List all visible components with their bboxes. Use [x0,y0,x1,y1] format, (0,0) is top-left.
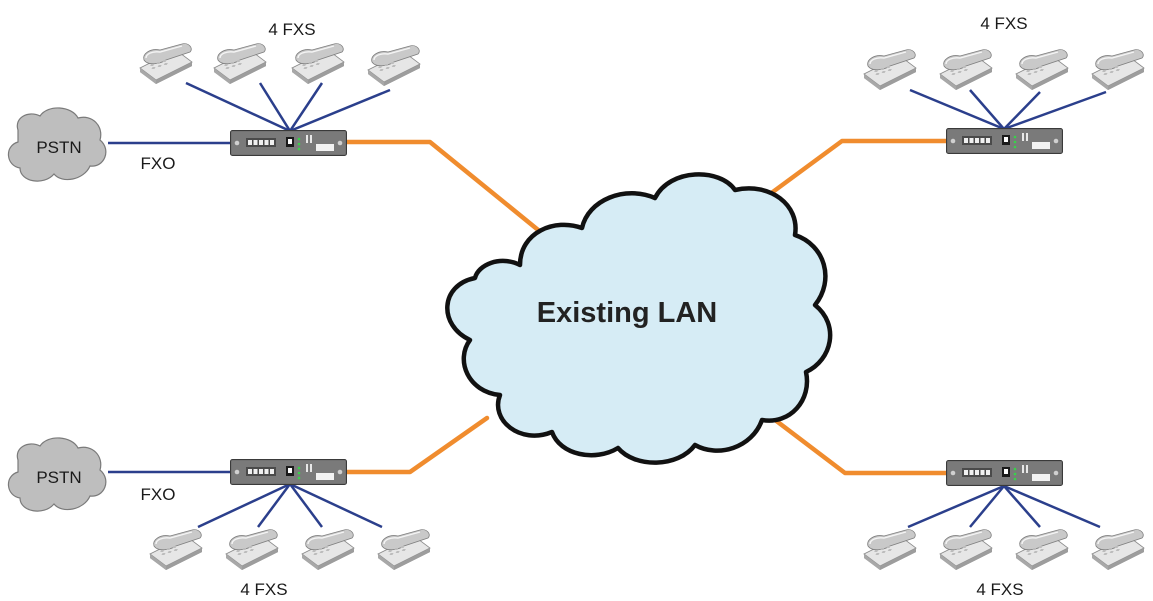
site-top-right: 4 FXS [863,14,1145,154]
site-bottom-left: PSTN FXO 4 FXS [7,437,431,599]
lan-link-bottom-right [759,407,949,476]
gateway-device-icon [230,459,347,485]
fxo-label: FXO [141,485,176,504]
telephone-icon [1015,48,1069,91]
lan-link-top-right [767,138,949,197]
telephone-icon [149,528,203,571]
fxo-label: FXO [141,154,176,173]
telephone-icon [939,48,993,91]
pstn-cloud-top-left: PSTN [7,107,107,182]
site-top-left: PSTN FXO 4 FXS [7,20,421,182]
telephone-icon [225,528,279,571]
pstn-label: PSTN [36,138,81,157]
telephone-icon [1015,528,1069,571]
telephone-icon [301,528,355,571]
gateway-device-icon [946,128,1063,154]
lan-links [341,138,949,476]
lan-link-top-left [341,139,551,241]
gateway-device-icon [946,460,1063,486]
telephone-icon [213,42,267,85]
fxs-label: 4 FXS [268,20,315,39]
lan-link-bottom-left [341,415,490,475]
telephone-icon [863,48,917,91]
telephone-icon [291,42,345,85]
fxs-label: 4 FXS [976,580,1023,599]
telephone-icon [863,528,917,571]
cloud-icon [7,437,107,512]
cloud-icon [445,172,833,465]
fxs-links [185,81,1107,529]
fxo-links [108,141,232,474]
site-bottom-right: 4 FXS [863,460,1145,599]
fxs-label: 4 FXS [980,14,1027,33]
telephone-icon [139,42,193,85]
telephone-icon [1091,48,1145,91]
gateway-device-icon [230,130,347,156]
telephone-icon [367,44,421,87]
existing-lan-label: Existing LAN [537,297,717,329]
telephone-icon [939,528,993,571]
cloud-icon [7,107,107,182]
pstn-cloud-bottom-left: PSTN [7,437,107,512]
telephone-icon [1091,528,1145,571]
fxs-label: 4 FXS [240,580,287,599]
existing-lan-cloud: Existing LAN [445,172,833,465]
telephone-icon [377,528,431,571]
pstn-label: PSTN [36,468,81,487]
